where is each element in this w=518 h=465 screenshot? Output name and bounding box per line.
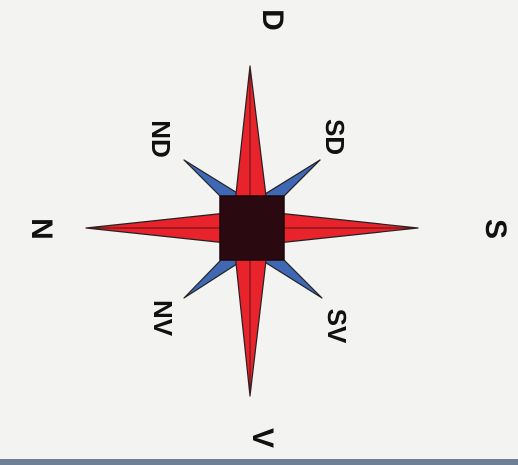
label-east: S: [479, 219, 512, 239]
label-northwest: ND: [146, 120, 176, 158]
label-southeast: SV: [322, 309, 352, 344]
point-south: [234, 244, 268, 396]
label-west: N: [25, 218, 58, 240]
label-southwest: NV: [148, 300, 178, 337]
point-north: [234, 66, 268, 212]
label-northeast: SD: [320, 119, 350, 155]
bottom-border: [0, 459, 518, 465]
center-square: [220, 196, 284, 260]
label-south: V: [246, 428, 279, 448]
label-north: D: [256, 9, 289, 31]
